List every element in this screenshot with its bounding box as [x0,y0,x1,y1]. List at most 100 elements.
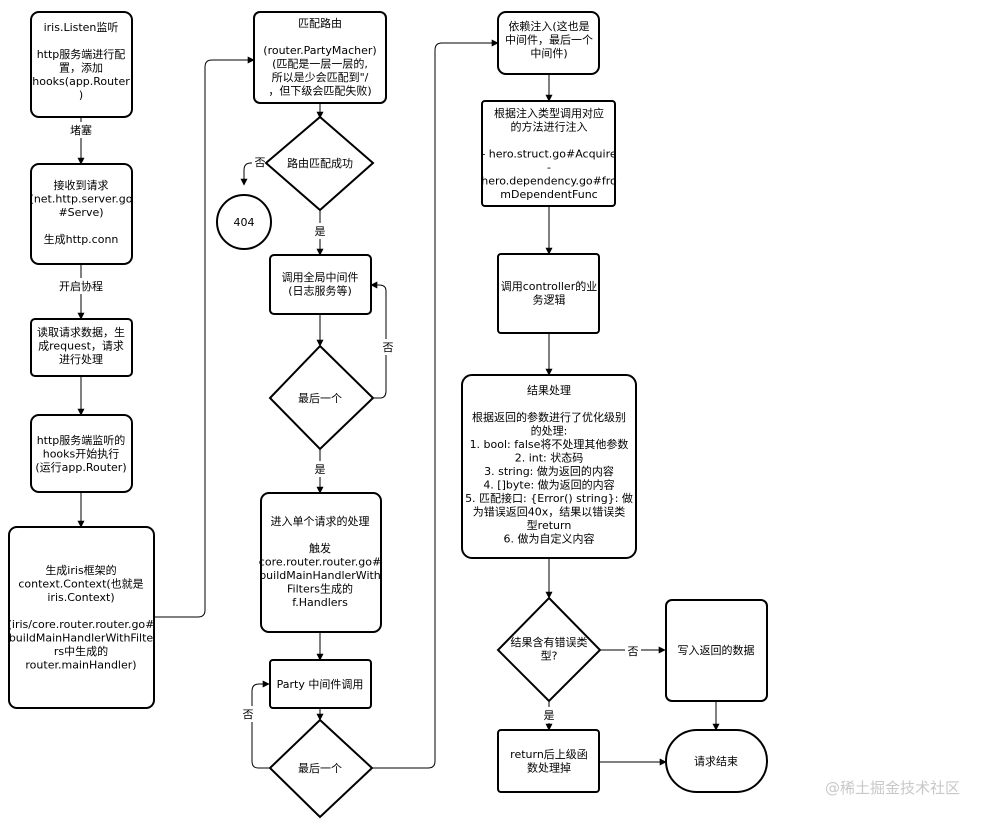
single-req-line: f.Handlers [292,596,348,609]
read-label: 读取请求数据，生成request，请求进行处理 [37,325,125,366]
result-line: 型return [527,518,572,532]
match-route-line: (router.PartyMacher) [263,44,376,57]
match-route-line [318,31,322,44]
node-last-2: 最后一个 [268,718,374,819]
party-mw-line: Party 中间件调用 [277,678,364,691]
single-req-line: Filters生成的 [287,582,353,596]
label-block: 堵塞 [70,123,92,137]
edge-last2-party-loop [251,680,270,769]
last2-label: 最后一个 [298,762,342,775]
match-route-line: 匹配路由 [298,16,342,30]
read-line: 成request，请求 [38,340,124,353]
hooks-exec-line: hooks开始执行 [43,447,120,461]
listen-line [79,35,83,48]
result-line: 为错误返回40x，结果以错误类 [473,505,626,519]
node-request-end: 请求结束 [665,729,768,793]
single-req-line: core.router.router.go# [259,556,381,569]
node-receive-request: 接收到请求(net.http.server.go#Serve) 生成http.c… [30,163,133,265]
edge-last2-inject [372,39,499,769]
result-line: 5. 匹配接口: {Error() string}: 做 [465,491,633,505]
node-global-middleware: 调用全局中间件(日志服务等) [269,254,372,315]
single-req-line: 触发 [309,541,331,555]
controller-line: 务逻辑 [533,293,566,307]
receive-line: (net.http.server.go [30,193,133,206]
dep-inject-line: 中间件，最后一个 [505,34,593,47]
label-yes-error: 是 [544,709,555,722]
dep-inject-label: 依赖注入(这也是中间件，最后一个中间件) [505,19,593,60]
return-up-label: return后上级函数处理掉 [510,748,588,775]
listen-line: ) [79,89,83,102]
last1-label: 最后一个 [298,392,342,405]
node-route-ok: 路由匹配成功 [264,115,375,212]
result-line: 结果处理 [527,384,571,397]
result-line: 根据返回的参数进行了优化级别 [472,410,626,424]
result-line [547,398,551,411]
result-line: 3. string: 做为返回的内容 [484,464,614,478]
global-mw-line: (日志服务等) [288,284,352,298]
receive-line: 接收到请求 [54,178,109,192]
dep-inject-line: 中间件) [530,47,567,60]
node-party-middleware: Party 中间件调用 [269,659,372,709]
receive-line: 生成http.conn [44,232,119,246]
last2-line: 最后一个 [298,762,342,775]
n404-label: 404 [234,216,255,229]
node-404: 404 [216,194,272,250]
context-line: 生成iris框架的 [45,563,116,577]
receive-line: #Serve) [58,206,103,219]
return-up-line: return后上级函 [510,748,588,761]
global-mw-label: 调用全局中间件(日志服务等) [282,270,359,298]
listen-line: iris.Listen监听 [44,21,119,34]
match-route-line: ，但下级会匹配失败) [268,84,371,98]
result-line: 的处理: [531,424,568,438]
return-up-line: 数处理掉 [527,761,571,775]
result-label: 结果处理 根据返回的参数进行了优化级别的处理:1. bool: false将不处… [465,384,633,546]
has-error-line: 型? [541,649,558,663]
match-route-label: 匹配路由 (router.PartyMacher)(匹配是一层一层的,所以是少会… [263,16,376,98]
node-result-processing: 结果处理 根据返回的参数进行了优化级别的处理:1. bool: false将不处… [461,374,637,559]
node-return-up: return后上级函数处理掉 [497,729,600,793]
receive-line [79,220,83,233]
node-dependency-inject: 依赖注入(这也是中间件，最后一个中间件) [497,11,600,75]
label-yes-route: 是 [315,225,326,238]
context-line: (iris/core.router.router.go# [8,618,155,631]
party-mw-label: Party 中间件调用 [277,678,364,691]
inject-by-type-line [547,134,551,147]
node-read-request: 读取请求数据，生成request，请求进行处理 [30,318,133,377]
label-no-last1: 否 [383,341,394,354]
context-line: context.Context(也就是 [18,577,143,591]
controller-line: 调用controller的业 [501,279,597,293]
node-controller: 调用controller的业务逻辑 [497,253,600,334]
hooks-exec-line: (运行app.Router) [35,461,126,474]
context-line: rs中生成的 [54,644,108,658]
route-ok-line: 路由匹配成功 [287,156,353,170]
read-line: 读取请求数据，生 [37,325,125,339]
watermark: @稀土掘金技术社区 [825,779,960,797]
receive-label: 接收到请求(net.http.server.go#Serve) 生成http.c… [30,178,133,246]
label-no-error: 否 [628,645,639,658]
node-inject-by-type: 根据注入类型调用对应的方法进行注入 - hero.struct.go#Acqui… [481,100,617,207]
route-ok-label: 路由匹配成功 [287,156,353,170]
node-has-error: 结果含有错误类型? [496,596,602,703]
node-last-1: 最后一个 [268,344,375,451]
has-error-label: 结果含有错误类型? [511,635,588,663]
hooks-exec-line: http服务端监听的 [37,433,126,447]
node-write-data: 写入返回的数据 [665,599,768,702]
inject-by-type-line: 根据注入类型调用对应 [494,106,604,120]
n404-line: 404 [234,216,255,229]
result-line: 2. int: 状态码 [515,451,584,465]
label-no-last2: 否 [243,708,254,721]
single-req-line: 进入单个请求的处理 [271,514,370,528]
inject-by-type-line: 的方法进行注入 [511,120,588,134]
context-line: iris.Context) [47,591,114,604]
dep-inject-line: 依赖注入(这也是 [508,19,589,33]
read-line: 进行处理 [59,353,103,366]
label-yes-last1: 是 [315,463,326,476]
write-data-line: 写入返回的数据 [678,643,755,657]
end-line: 请求结束 [694,755,738,768]
